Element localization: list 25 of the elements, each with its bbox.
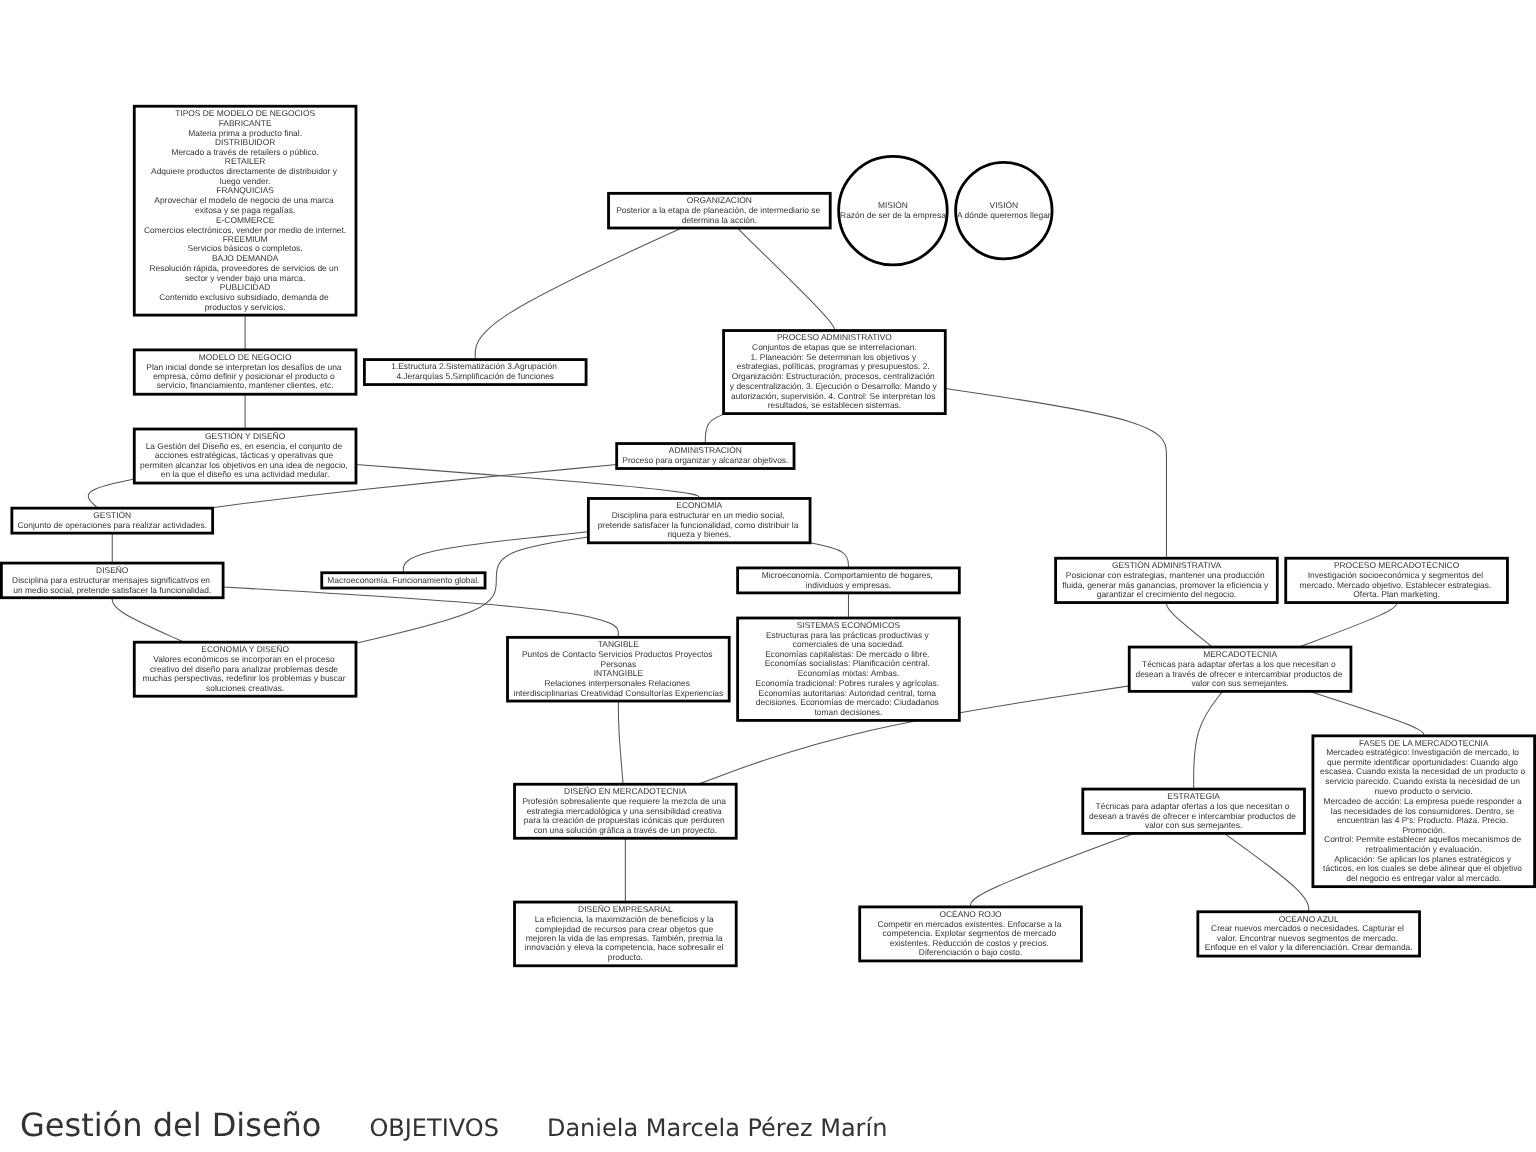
connector: [474, 227, 683, 361]
connector: [111, 597, 185, 643]
note-text: OBJETIVOS: [369, 1114, 499, 1142]
connector: [87, 478, 135, 509]
connector: [704, 413, 727, 445]
connector: [244, 393, 246, 430]
connector: [111, 532, 113, 564]
note-text: Daniela Marcela Pérez Marín: [546, 1114, 888, 1142]
connector: [1223, 832, 1310, 913]
connector: [1165, 602, 1213, 648]
connector: [1193, 690, 1224, 790]
connector: [617, 700, 624, 785]
connector: [244, 314, 246, 351]
connector: [222, 586, 619, 638]
connector: [355, 536, 589, 644]
connector: [402, 531, 589, 574]
connector: [1298, 602, 1398, 648]
connector: [355, 464, 700, 499]
connector: [970, 832, 1135, 908]
connector: [624, 837, 626, 903]
connector: [847, 592, 849, 619]
connector: [944, 388, 1167, 559]
diagram-title: Gestión del Diseño: [20, 1106, 322, 1144]
connector: [809, 542, 849, 569]
connector: [736, 227, 835, 332]
